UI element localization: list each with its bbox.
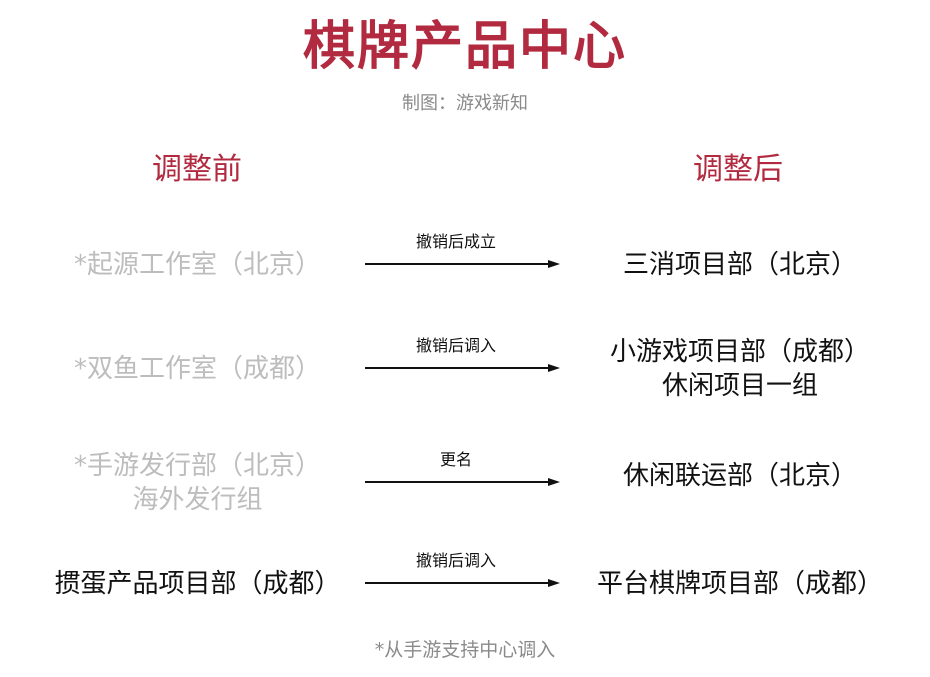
diagram-subtitle: 制图：游戏新知 <box>402 93 528 114</box>
transition-label: 撤销后调入 <box>415 551 496 570</box>
before-unit: *双鱼工作室（成都） <box>20 352 375 386</box>
after-unit-line: 休闲联运部（北京） <box>622 461 857 491</box>
before-unit: *手游发行部（北京） 海外发行组 <box>20 449 375 517</box>
diagram-title: 棋牌产品中心 <box>302 17 627 77</box>
arrow-line <box>365 364 560 372</box>
after-unit: 小游戏项目部（成都） 休闲项目一组 <box>565 335 915 403</box>
before-unit-line: *起源工作室（北京） <box>73 250 321 280</box>
after-unit-line: 三消项目部（北京） <box>622 250 857 280</box>
footnote: *从手游支持中心调入 <box>374 639 556 661</box>
before-unit-line: 掼蛋产品项目部（成都） <box>54 569 341 599</box>
arrow-line <box>365 579 560 587</box>
after-unit-line: 休闲项目一组 <box>661 371 818 401</box>
before-unit: 掼蛋产品项目部（成都） <box>20 567 375 601</box>
before-unit-line: *手游发行部（北京） <box>73 451 321 481</box>
before-unit-line: *双鱼工作室（成都） <box>73 354 321 384</box>
transition-label: 撤销后调入 <box>415 336 496 355</box>
after-unit: 平台棋牌项目部（成都） <box>565 567 915 601</box>
transition-label: 更名 <box>439 450 472 469</box>
arrow-line <box>365 260 560 268</box>
after-unit-line: 小游戏项目部（成都） <box>609 337 870 367</box>
before-unit: *起源工作室（北京） <box>20 248 375 282</box>
after-unit-line: 平台棋牌项目部（成都） <box>596 569 883 599</box>
after-column-header: 调整后 <box>693 152 783 187</box>
after-unit: 休闲联运部（北京） <box>565 459 915 493</box>
transition-label: 撤销后成立 <box>415 232 496 251</box>
before-unit-line: 海外发行组 <box>132 485 263 515</box>
after-unit: 三消项目部（北京） <box>565 248 915 282</box>
arrow-line <box>365 478 560 486</box>
before-column-header: 调整前 <box>152 152 242 187</box>
